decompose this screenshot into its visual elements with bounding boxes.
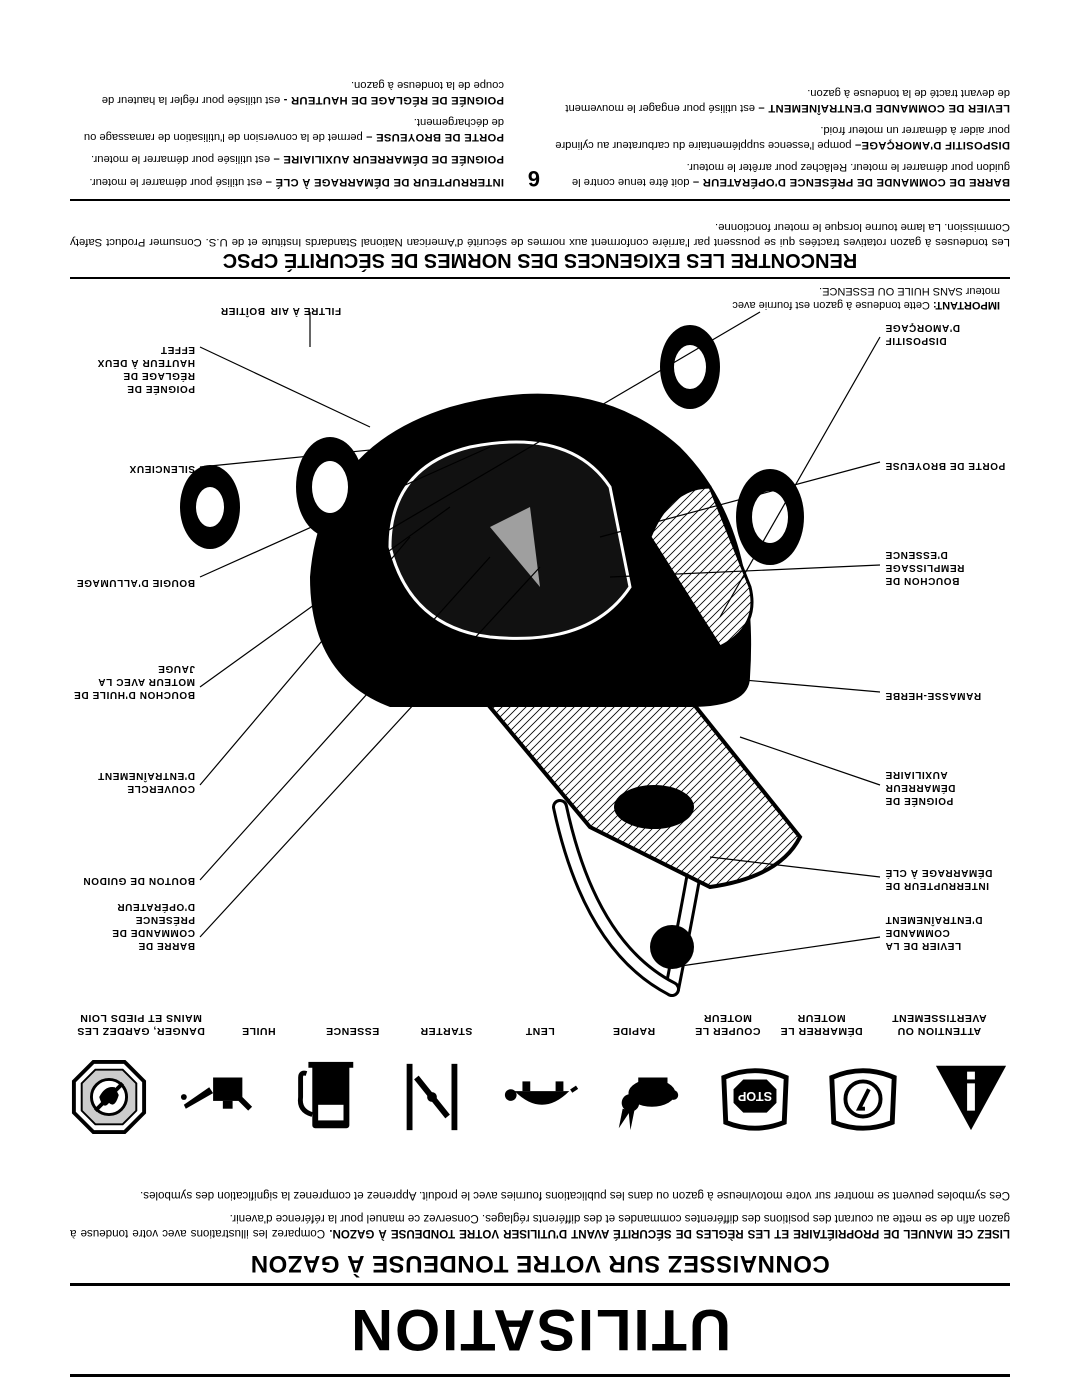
stop-engine-icon: STOP	[717, 1059, 795, 1137]
important-note: IMPORTANT: Cette tondeuse à gazon est fo…	[700, 284, 1000, 312]
feature-term: INTERRUPTEUR DE DÉMARRAGE À CLÉ –	[265, 176, 504, 188]
feature-item: PORTE DE BROYEUSE – permet de la convers…	[70, 115, 504, 144]
feature-column-left: BARRE DE COMMANDE DE PRÉSENCE D'OPÉRATEU…	[552, 70, 1010, 189]
feature-item: DISPOSITIF D'AMORÇAGE– pompe l'essence s…	[552, 123, 1010, 152]
important-label: IMPORTANT:	[932, 299, 1000, 311]
feature-descriptions: BARRE DE COMMANDE DE PRÉSENCE D'OPÉRATEU…	[70, 70, 1010, 201]
callout-muffler: SILENCIEUX	[128, 463, 195, 474]
callout-air-filter: FILTRE À AIR	[270, 305, 342, 316]
oil-can-icon	[178, 1059, 256, 1137]
symbol-labels: ATTENTION OU AVERTISSEMENT DÉMARRER LE M…	[70, 1011, 1010, 1037]
svg-text:STOP: STOP	[738, 1090, 773, 1104]
feature-item: POIGNÉE DE DÉMARREUR AUXILIAIRE – est ut…	[70, 152, 504, 167]
feature-term: POIGNÉE DE DÉMARREUR AUXILIAIRE –	[273, 153, 504, 166]
callout-spark-plug: BOUGIE D'ALLUMAGE	[76, 577, 195, 588]
symbol-label: STARTER	[420, 1025, 473, 1037]
intro-paragraph-1: LISEZ CE MANUEL DE PROPRIÉTAIRE ET LES R…	[70, 1211, 1010, 1241]
callout-oil-cap: BOUCHON D'HUILE DE MOTEUR AVEC LA JAUGE	[73, 663, 195, 700]
symbol-label: ATTENTION OU AVERTISSEMENT	[891, 1012, 987, 1037]
callout-drive-lever: LEVIER DE LA COMMANDE D'ENTRAÎNEMENT	[885, 914, 983, 951]
fuel-pump-icon	[286, 1059, 364, 1137]
page-number: 6	[527, 166, 540, 191]
bag-opening	[614, 785, 694, 829]
symbol-icons: STOP	[70, 1050, 1010, 1145]
feature-item: INTERRUPTEUR DE DÉMARRAGE À CLÉ – est ut…	[70, 175, 504, 190]
mulching-door	[648, 485, 754, 649]
warning-triangle-icon	[932, 1059, 1010, 1137]
feature-item: BARRE DE COMMANDE DE PRÉSENCE D'OPÉRATEU…	[552, 160, 1010, 189]
callout-mulch-door: PORTE DE BROYEUSE	[885, 460, 1006, 471]
cpsc-text: Les tondeuses à gazon rotatives tractées…	[70, 221, 1010, 248]
callout-aux-starter: POIGNÉE DE DÉMARREUR AUXILIAIRE	[885, 769, 956, 806]
callout-drive-cover: COUVERCLE D'ENTRAÎNEMENT	[97, 770, 195, 794]
keep-hands-away-icon	[70, 1059, 148, 1137]
intro-bold: LISEZ CE MANUEL DE PROPRIÉTAIRE ET LES R…	[329, 1227, 1010, 1240]
engine-start-icon	[824, 1059, 902, 1137]
feature-item: POIGNÉE DE RÉGLAGE DE HAUTEUR - est util…	[70, 78, 504, 107]
turtle-slow-icon	[501, 1059, 579, 1137]
mower-diagram: LEVIER DE LA COMMANDE D'ENTRAÎNEMENT INT…	[70, 284, 1010, 1007]
symbol-label: LENT	[525, 1025, 555, 1037]
feature-term: DISPOSITIF D'AMORÇAGE–	[854, 139, 1010, 151]
mower-illustration	[180, 311, 881, 997]
callout-handle-knob: BOUTON DE GUIDON	[82, 875, 195, 886]
rabbit-fast-icon	[609, 1059, 687, 1137]
symbol-label: DÉMARRER LE MOTEUR	[780, 1012, 863, 1037]
handle-knob	[650, 925, 694, 969]
callout-key-switch: INTERRUPTEUR DE DÉMARRAGE À CLÉ	[885, 867, 993, 891]
symbol-label: ESSENCE	[325, 1025, 380, 1037]
leader-lines	[199, 311, 881, 968]
section-heading: CONNAISSEZ SUR VOTRE TONDEUSE À GAZON	[250, 1250, 830, 1277]
feature-term: BARRE DE COMMANDE DE PRÉSENCE D'OPÉRATEU…	[692, 176, 1010, 188]
callout-height-adjust: POIGNÉE DE RÉGLAGE DE HAUTEUR À DEUX EFF…	[97, 344, 195, 394]
cpsc-heading: RENCONTRE LES EXIGENCES DES NORMES DE SÉ…	[70, 248, 1010, 279]
symbol-label: RAPIDE	[612, 1025, 656, 1037]
callout-housing: BOÎTIER	[220, 305, 265, 316]
symbol-label: DANGER, GARDEZ LES MAINS ET PIEDS LOIN	[76, 1012, 205, 1037]
callout-grass-catcher: RAMASSE-HERBE	[885, 690, 982, 701]
callout-fuel-cap: BOUCHON DE REMPLISSAGE D'ESSENCE	[885, 549, 965, 586]
feature-item: LEVIER DE COMMANDE D'ENTRAÎNEMENT – est …	[552, 86, 1010, 115]
symbol-label: HUILE	[241, 1025, 276, 1037]
feature-term: POIGNÉE DE RÉGLAGE DE HAUTEUR -	[283, 94, 504, 106]
feature-column-right: INTERRUPTEUR DE DÉMARRAGE À CLÉ – est ut…	[70, 70, 528, 189]
symbol-legend: STOP ATTENTION OU AVERTISSEMENT	[70, 929, 1010, 1149]
choke-starter-icon	[393, 1059, 471, 1137]
feature-desc: est utilisé pour démarrer le moteur.	[89, 176, 263, 188]
callout-presence-bar: BARRE DE COMMANDE DE PRÉSENCE D'OPÉRATEU…	[111, 901, 195, 951]
intro-paragraph-2: Ces symboles peuvent se montrer sur votr…	[139, 1189, 1010, 1202]
feature-term: LEVIER DE COMMANDE D'ENTRAÎNEMENT –	[758, 102, 1010, 114]
feature-desc: est utilisée pour démarrer le moteur.	[91, 153, 271, 166]
symbol-label: COUPER LE MOTEUR	[694, 1012, 761, 1037]
intro-text: LISEZ CE MANUEL DE PROPRIÉTAIRE ET LES R…	[70, 1180, 1010, 1241]
title-banner: UTILISATION	[70, 1283, 1010, 1377]
feature-term: PORTE DE BROYEUSE –	[365, 131, 504, 143]
page-title: UTILISATION	[349, 1297, 731, 1363]
callout-primer: DISPOSITIF D'AMORÇAGE	[885, 322, 961, 346]
